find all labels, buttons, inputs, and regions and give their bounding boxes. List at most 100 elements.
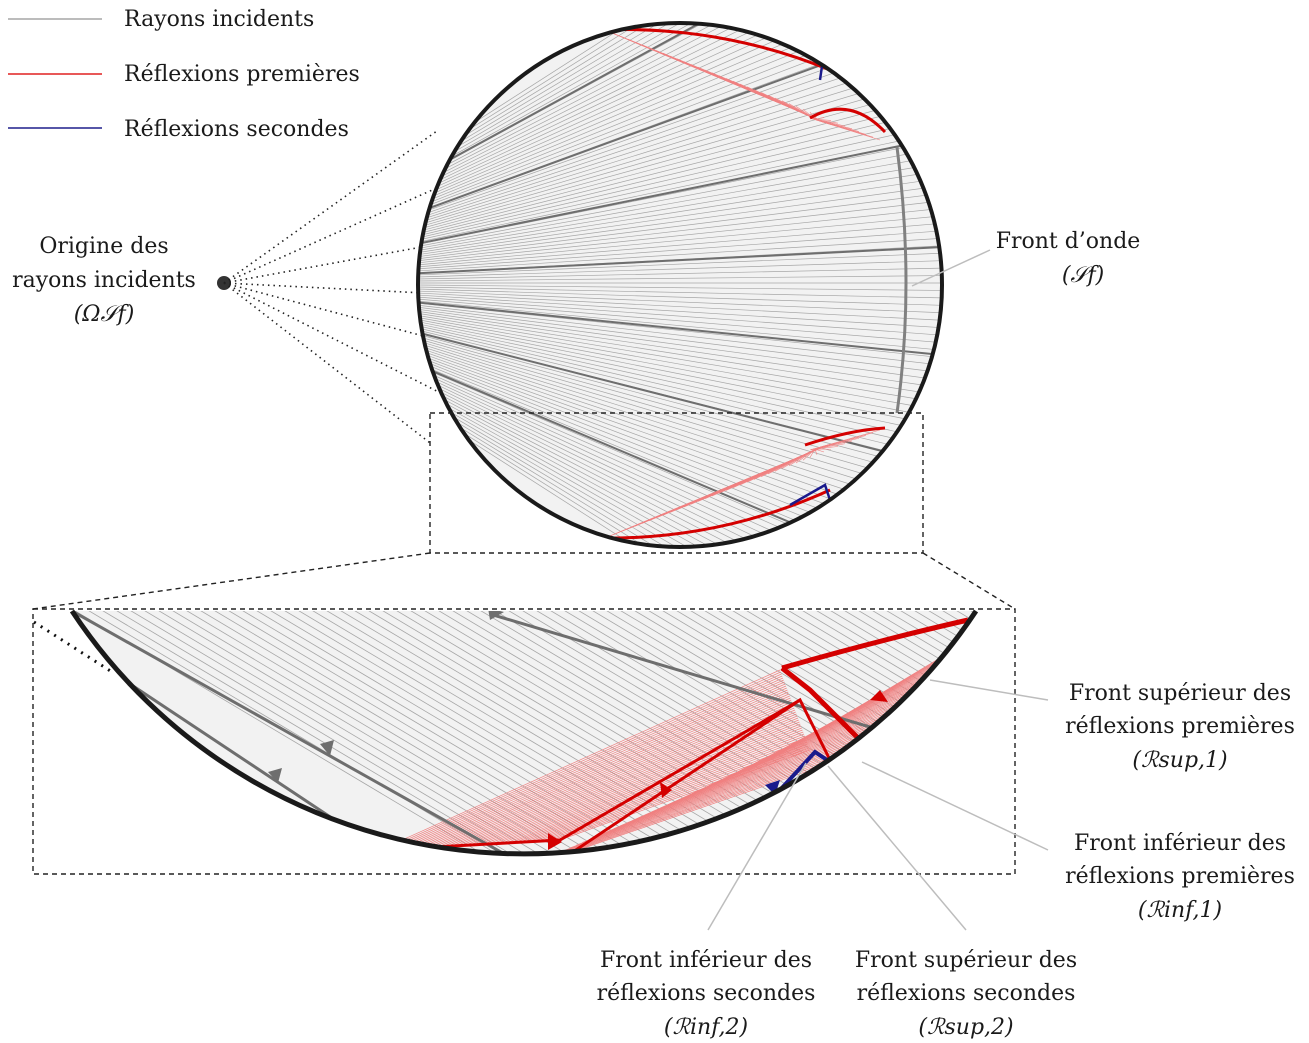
incident-ray xyxy=(418,282,942,381)
incident-ray xyxy=(418,282,942,547)
zoom-reflection-ray xyxy=(397,677,784,850)
incident-ray xyxy=(418,282,942,414)
incident-ray xyxy=(418,23,942,284)
incident-ray xyxy=(418,23,942,284)
incident-ray xyxy=(418,23,942,284)
incident-ray xyxy=(418,250,942,284)
zoom-incident-ray xyxy=(109,611,631,854)
zoom-incident-ray xyxy=(72,611,575,854)
zoom-reflection-ray xyxy=(514,729,803,843)
sphere-outline xyxy=(416,21,944,549)
inf1-label-line3: (ℛinf,1) xyxy=(1138,898,1222,923)
incident-ray xyxy=(418,282,942,365)
incident-ray xyxy=(418,193,942,284)
incident-ray xyxy=(418,23,942,284)
legend: Rayons incidents Réflexions premières Ré… xyxy=(8,7,360,142)
incident-ray xyxy=(418,218,942,284)
zoom-reflection-ray xyxy=(388,673,782,850)
highlighted-ray xyxy=(418,282,942,547)
zoom-incident-ray xyxy=(753,611,976,854)
zoom-sup1-front xyxy=(781,617,969,671)
incident-ray xyxy=(418,169,942,284)
zoom-reflection-ray xyxy=(411,683,786,849)
incident-ray xyxy=(418,282,942,340)
zoom-reflection-ray xyxy=(429,691,789,848)
zoom-reflection-ray xyxy=(546,743,808,842)
zoom-incident-ray xyxy=(81,611,603,854)
sphere-view xyxy=(416,21,944,549)
incident-ray xyxy=(418,119,942,284)
legend-first-label: Réflexions premières xyxy=(124,62,360,87)
incident-ray xyxy=(418,23,942,284)
zoom-red-arrow xyxy=(870,690,888,702)
inf1-label-line2: réflexions premières xyxy=(1065,864,1295,889)
incident-ray xyxy=(418,23,942,284)
zoom-red-arrow xyxy=(660,782,672,798)
incident-ray xyxy=(418,282,942,300)
incident-ray xyxy=(418,177,942,284)
zoom-reflection-ray xyxy=(438,695,790,848)
highlighted-ray xyxy=(418,282,942,362)
zoom-reflection-ray xyxy=(594,723,880,838)
incident-ray xyxy=(418,282,942,498)
origin-label-line2: rayons incidents xyxy=(12,268,196,293)
highlighted-ray xyxy=(418,124,942,284)
reflection-ray xyxy=(814,448,818,455)
incident-ray xyxy=(418,266,942,284)
incident-ray xyxy=(418,23,942,284)
incident-ray xyxy=(418,23,942,284)
sphere-fill xyxy=(418,23,942,547)
sup2-label-line2: réflexions secondes xyxy=(857,981,1076,1006)
highlighted-ray xyxy=(418,282,942,483)
incident-ray xyxy=(418,152,942,284)
zoom-reflection-ray xyxy=(393,675,783,850)
zoom-reflection-ray xyxy=(496,721,800,844)
incident-ray xyxy=(418,282,942,324)
incident-ray xyxy=(418,282,942,547)
incident-ray xyxy=(418,282,942,547)
legend-incident-label: Rayons incidents xyxy=(124,7,314,32)
incident-ray xyxy=(418,282,942,547)
incident-ray xyxy=(418,282,942,547)
sup2-leader xyxy=(827,765,967,931)
wavefront-curve xyxy=(895,146,908,414)
inf1-leader xyxy=(861,761,1049,851)
incident-ray xyxy=(418,258,942,284)
incident-ray xyxy=(418,282,942,547)
incident-ray xyxy=(418,282,942,373)
zoom-reflection-ray xyxy=(384,671,781,851)
incident-ray xyxy=(418,282,942,547)
incident-ray xyxy=(418,234,942,284)
zoom-reflection-ray xyxy=(588,726,876,841)
zoom-sphere-outline xyxy=(69,609,979,857)
zoom-frame xyxy=(32,608,1016,875)
zoom-incident-ray xyxy=(123,611,645,854)
incident-ray xyxy=(418,94,942,284)
incident-ray xyxy=(418,282,942,348)
zoom-connector-left xyxy=(32,552,431,610)
incident-ray xyxy=(418,76,942,284)
zoom-incident-ray xyxy=(95,611,617,854)
sup1-label-line3: (ℛsup,1) xyxy=(1132,748,1227,773)
reflection-ray xyxy=(809,117,881,141)
legend-second-label: Réflexions secondes xyxy=(124,117,349,142)
incident-ray xyxy=(418,282,942,356)
zoom-reflection-ray xyxy=(501,723,801,844)
zoom-reflection-ray xyxy=(576,732,870,846)
incident-ray xyxy=(418,282,942,464)
incident-ray xyxy=(418,23,942,284)
incident-ray xyxy=(418,282,942,547)
leader-lines xyxy=(707,679,1049,931)
incident-ray xyxy=(418,226,942,284)
incident-ray xyxy=(418,282,942,547)
zoom-reflection-ray xyxy=(402,679,784,850)
incident-ray xyxy=(418,23,942,284)
zoom-selection-box xyxy=(429,412,924,554)
zoom-reflection-ray xyxy=(451,701,793,847)
zoom-red-arrow xyxy=(548,833,562,850)
reflection-ray xyxy=(802,448,816,461)
incident-ray xyxy=(418,282,942,316)
zoom-reflection-ray xyxy=(415,685,787,849)
highlighted-ray xyxy=(418,23,942,284)
